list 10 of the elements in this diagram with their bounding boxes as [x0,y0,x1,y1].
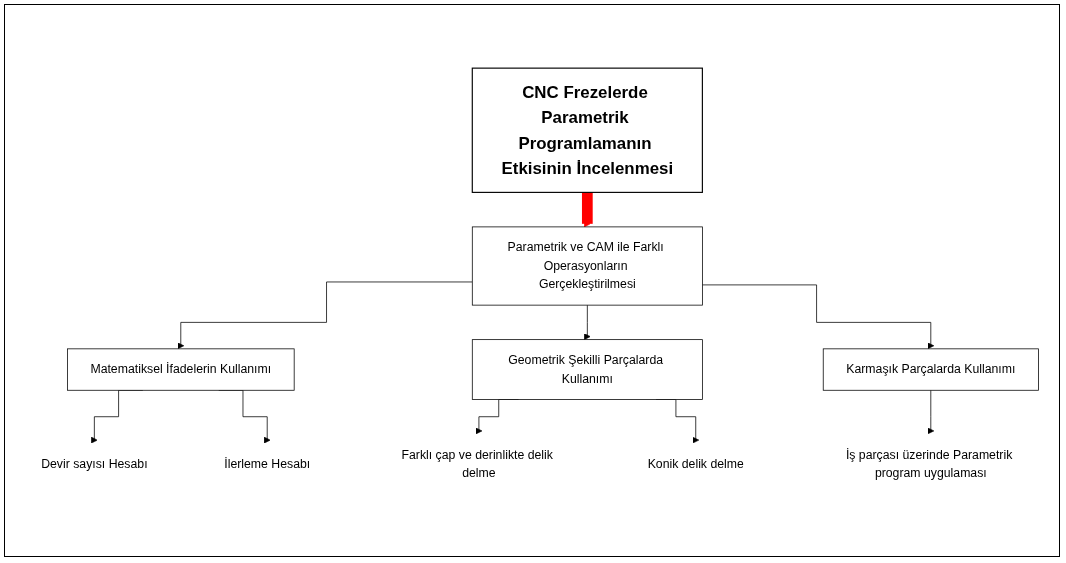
node-box: Geometrik Şekilli Parçalarda Kullanımı [471,338,703,400]
node-box: Karmaşık Parçalarda Kullanımı [822,348,1039,391]
node-text: Konik delik delme [647,456,744,470]
node-text: İş parçası üzerinde Parametrik program uygulaması [845,447,1013,479]
node-box: CNC Frezelerde Parametrik Programlamanın Etkisinin İncelenmesi [471,67,703,193]
node-box: Matematiksel İfadelerin Kullanımı [67,348,295,391]
node-text: İlerleme Hesabı [224,456,311,470]
node-box: Parametrik ve CAM ile Farklı Operasyonların Gerçekleştirilmesi [471,226,703,306]
node-text: Devir sayısı Hesabı [41,456,148,470]
node-text: Farklı çap ve derinlikte delik delme [401,447,553,479]
